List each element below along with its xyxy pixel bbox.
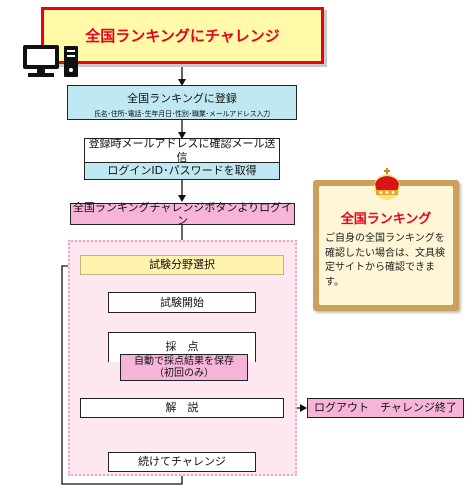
logout-step: ログアウト チャレンジ終了 (307, 398, 464, 418)
crown-icon (374, 168, 400, 200)
continue-text: 続けてチャレンジ (138, 455, 226, 469)
explanation-text: 解 説 (165, 401, 199, 415)
ranking-panel-body: ご自身の全国ランキングを確認したい場合は、文具検定サイトから確認できます。 (325, 233, 445, 288)
register-title: 全国ランキングに登録 (127, 92, 237, 105)
scoring-text: 採 点 (165, 340, 199, 353)
page-title: 全国ランキングにチャレンジ (41, 7, 324, 64)
auto-save-step: 自動で採点結果を保存 （初回のみ） (120, 354, 248, 381)
select-field-step: 試験分野選択 (80, 255, 284, 275)
start-exam-step: 試験開始 (108, 292, 256, 313)
logout-text: ログアウト チャレンジ終了 (314, 401, 457, 415)
login-text: 全国ランキングチャレンジボタンよりログイン (72, 200, 293, 227)
register-step: 全国ランキングに登録 氏名･住所･電話･生年月日･性別･職業･メールアドレス入力 (67, 85, 297, 120)
confirm-mail-step: 登録時メールアドレスに確認メール送信 (84, 137, 280, 164)
select-field-text: 試験分野選択 (149, 258, 215, 272)
start-exam-text: 試験開始 (160, 295, 204, 309)
get-id-step: ログインID･パスワードを取得 (84, 162, 280, 180)
auto-save-line2: （初回のみ） (154, 368, 214, 379)
get-id-text: ログインID･パスワードを取得 (107, 164, 257, 178)
ranking-info-panel: 全国ランキング ご自身の全国ランキングを確認したい場合は、文具検定サイトから確認… (313, 168, 459, 311)
auto-save-line1: 自動で採点結果を保存 (134, 356, 234, 367)
computer-icon (23, 45, 78, 77)
confirm-mail-text: 登録時メールアドレスに確認メール送信 (88, 137, 276, 164)
ranking-info-inner (319, 186, 453, 305)
explanation-step: 解 説 (80, 398, 284, 418)
register-detail: 氏名･住所･電話･生年月日･性別･職業･メールアドレス入力 (93, 110, 271, 118)
continue-step: 続けてチャレンジ (108, 452, 256, 472)
ranking-panel-title: 全国ランキング (340, 212, 432, 227)
page-title-text: 全国ランキングにチャレンジ (85, 26, 280, 45)
login-step: 全国ランキングチャレンジボタンよりログイン (70, 200, 295, 227)
